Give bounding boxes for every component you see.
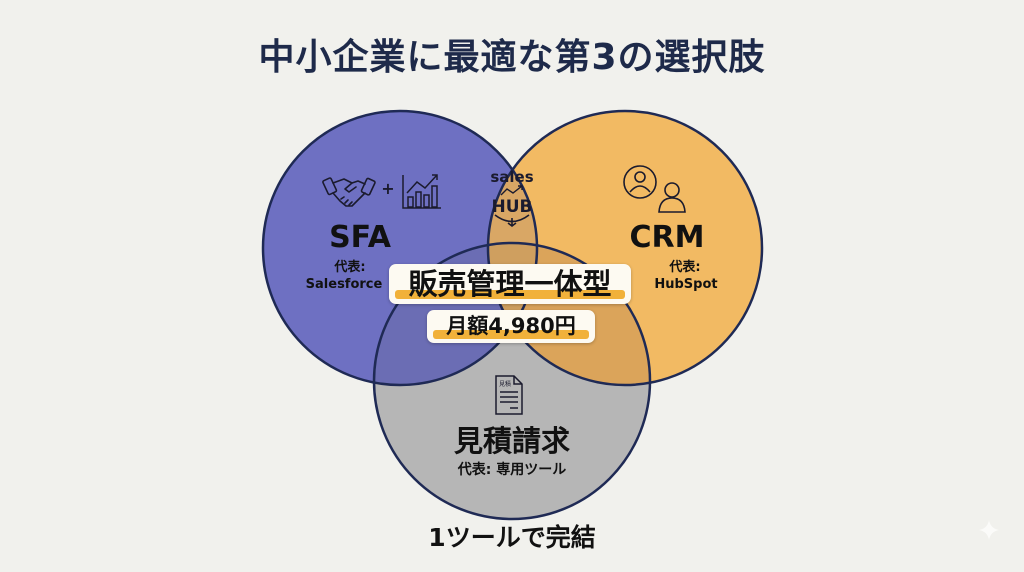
- users-icon: [623, 165, 686, 213]
- crm-label: CRM: [629, 220, 705, 255]
- sfa-label: SFA: [329, 220, 391, 255]
- sales-hub-logo: sales HUB: [490, 168, 534, 227]
- crm-rep-prefix: 代表:: [669, 260, 701, 275]
- center-price: 月額4,980円: [446, 314, 576, 338]
- estimate-document-icon-text: 見積: [499, 380, 511, 388]
- crm-rep-name: HubSpot: [654, 277, 718, 292]
- center-title-badge: 販売管理一体型: [389, 264, 631, 304]
- footer-tagline: 1ツールで完結: [428, 523, 596, 552]
- sfa-rep-name: Salesforce: [305, 277, 383, 292]
- center-title-highlight: [395, 290, 625, 299]
- growth-chart-icon: [402, 174, 441, 209]
- outline-crm: [486, 109, 764, 387]
- trend-arrow-icon: [500, 185, 523, 196]
- invoice-label: 見積請求: [453, 424, 570, 458]
- center-price-highlight: [433, 330, 589, 339]
- outline-invoice: [372, 241, 652, 521]
- invoice-rep: 代表: 専用ツール: [457, 462, 567, 478]
- center-price-badge: 月額4,980円: [427, 310, 595, 343]
- center-title: 販売管理一体型: [408, 267, 612, 301]
- outline-sfa: [261, 109, 539, 387]
- plus-icon: +: [381, 179, 394, 198]
- sales-hub-logo-bottom: HUB: [492, 197, 533, 217]
- sfa-rep-prefix: 代表:: [334, 260, 366, 275]
- estimate-document-icon: 見積: [495, 375, 523, 415]
- page-title: 中小企業に最適な第3の選択肢: [258, 37, 766, 78]
- sparkle-icon: [979, 520, 999, 540]
- sales-hub-logo-top: sales: [490, 168, 533, 186]
- handshake-icon: [322, 177, 376, 207]
- hub-arc-icon: [494, 214, 530, 227]
